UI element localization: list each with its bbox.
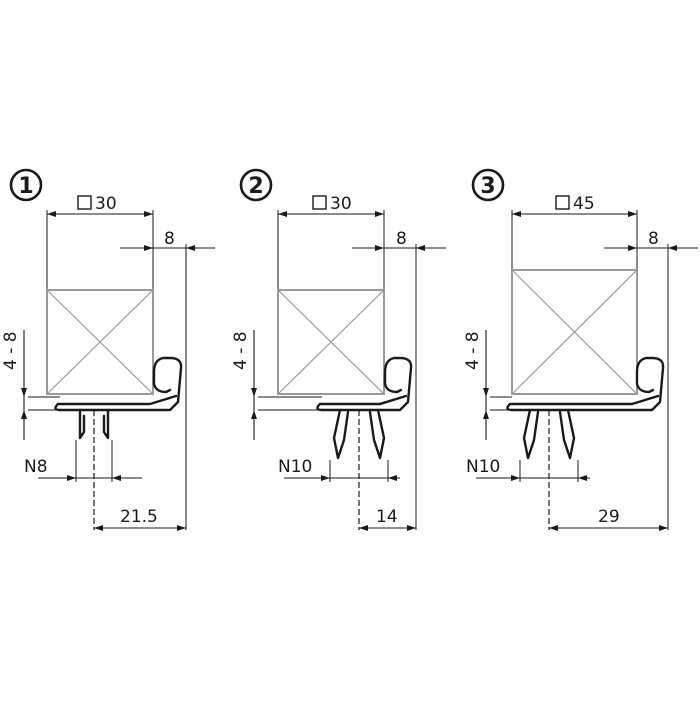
variant-number-badge <box>239 168 273 202</box>
variant-2: 2 30 8 4 - 8 N10 14 <box>231 168 446 531</box>
profile-clip <box>332 408 386 460</box>
width-label: 14 <box>376 507 398 527</box>
thread-label: N10 <box>466 457 500 477</box>
variant-number: 3 <box>480 174 495 199</box>
profile-seal <box>510 356 665 412</box>
square-section-icon <box>77 195 92 210</box>
width-label: 29 <box>598 507 620 527</box>
variant-number: 2 <box>248 174 263 199</box>
square-section-icon <box>555 195 570 210</box>
profile-seal <box>58 356 183 412</box>
profile-clip <box>522 408 576 460</box>
component-box <box>277 289 385 395</box>
thread-label: N10 <box>278 457 312 477</box>
variant-number-badge <box>9 168 43 202</box>
gap-label: 8 <box>164 229 175 249</box>
variant-number-badge <box>471 168 505 202</box>
section-size-label: 45 <box>573 194 595 214</box>
section-size-label: 30 <box>330 194 352 214</box>
square-section-icon <box>312 195 327 210</box>
range-label: 4 - 8 <box>463 331 483 370</box>
range-label: 4 - 8 <box>231 331 251 370</box>
profile-seal <box>320 356 413 412</box>
variant-number: 1 <box>18 174 33 199</box>
section-size-label: 30 <box>95 194 117 214</box>
profile-clip <box>78 408 110 440</box>
thread-label: N8 <box>24 457 48 477</box>
gap-label: 8 <box>648 229 659 249</box>
component-box <box>511 269 638 395</box>
range-label: 4 - 8 <box>1 331 21 370</box>
variant-1: 1 30 8 4 - 8 <box>1 168 215 531</box>
variant-3: 3 45 8 4 - 8 N10 29 <box>463 168 698 531</box>
width-label: 21.5 <box>120 507 158 527</box>
gap-label: 8 <box>396 229 407 249</box>
component-box <box>46 289 154 395</box>
